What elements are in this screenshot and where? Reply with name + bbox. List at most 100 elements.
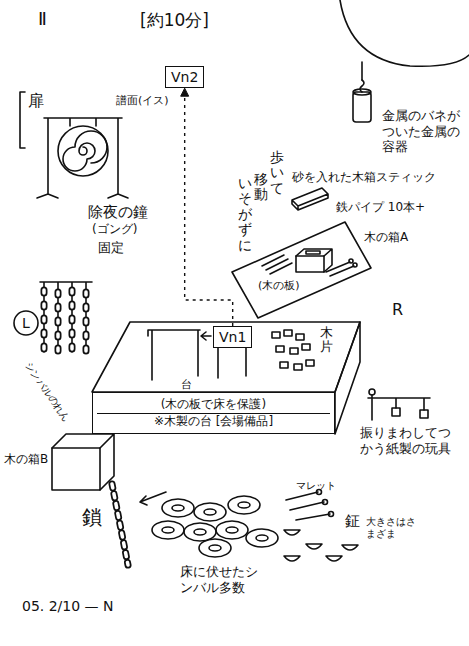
chair xyxy=(148,330,200,380)
player-box: Vn1 xyxy=(213,326,252,348)
platform-front: (木の板で床を保護)※木製の台 [会場備品] xyxy=(92,392,335,434)
stage-label: 振りまわしてつかう紙製の玩具 xyxy=(360,425,460,456)
floor-cymbals xyxy=(152,521,184,539)
floor-cymbals xyxy=(162,499,194,517)
stage-label: 扉 xyxy=(28,92,44,110)
cymbal-beads xyxy=(44,290,86,352)
circle-mark xyxy=(14,311,38,335)
door-bracket xyxy=(20,92,25,148)
platform xyxy=(92,322,360,392)
stage-label: R xyxy=(392,300,403,319)
wooden-box-a xyxy=(306,251,320,254)
wood-pieces xyxy=(276,346,284,352)
stage-label: 05. 2/10 — N xyxy=(22,598,114,615)
mallets xyxy=(286,490,334,521)
paper-toy xyxy=(392,408,400,416)
arrow-head xyxy=(181,88,189,96)
stage-label: L xyxy=(22,316,30,330)
stage-label: 除夜の鐘 xyxy=(88,203,148,221)
floor-cymbals xyxy=(256,535,268,541)
wooden-box-a xyxy=(296,256,324,272)
stage-label: 鉄パイプ 10本+ xyxy=(336,200,425,214)
ceiling-arc xyxy=(340,0,469,66)
music-stand-legs xyxy=(218,348,246,378)
wood-pieces xyxy=(306,360,314,366)
floor-cymbals xyxy=(199,539,231,557)
floor-cymbals xyxy=(226,527,238,533)
floor-cymbals xyxy=(194,529,206,535)
mallets xyxy=(286,492,330,520)
iron-pipes xyxy=(262,255,292,274)
floor-cymbals xyxy=(209,545,221,551)
floor-cymbals xyxy=(204,509,216,515)
dashed-arrow xyxy=(181,88,233,326)
stage-label: シンバルのれん xyxy=(22,360,72,424)
stage-label: 譜面(イス) xyxy=(116,94,169,107)
cymbal-curtain xyxy=(40,282,92,352)
wood-pieces xyxy=(284,330,292,336)
stage-label: 鉦 xyxy=(345,512,360,530)
paper-toy xyxy=(369,389,375,395)
board-mallets xyxy=(349,259,353,263)
wood-pieces xyxy=(290,348,298,354)
paper-toy xyxy=(420,410,428,418)
stage-label: (木の板) xyxy=(258,279,300,292)
iron-pipes xyxy=(262,255,292,274)
mallet-arrow xyxy=(140,492,166,505)
spring-container xyxy=(361,62,363,80)
bells xyxy=(284,530,358,561)
node-text: ※木製の台 [会場備品] xyxy=(97,413,330,430)
stage-label: 台 xyxy=(181,378,192,391)
stage-illustration xyxy=(14,0,469,565)
board-mallets xyxy=(326,262,354,276)
gong-stand xyxy=(37,118,128,198)
stage-label: 金属のバネがついた金属の容器 xyxy=(382,108,464,155)
music-stand-legs xyxy=(201,332,211,340)
gong xyxy=(58,126,108,176)
wood-pieces xyxy=(302,344,310,350)
chain-inner xyxy=(112,484,128,565)
stage-label: 移動 xyxy=(254,172,268,203)
stage-label: 木片 xyxy=(320,326,333,355)
dashed-line xyxy=(185,88,233,326)
floor-cymbals xyxy=(162,527,174,533)
mallets xyxy=(323,500,328,505)
wooden-board xyxy=(232,222,371,318)
circle-mark xyxy=(14,311,38,335)
stage-label: 砂を入れた木箱スティック xyxy=(292,170,436,184)
sand-stick-box xyxy=(292,188,328,210)
chain xyxy=(112,484,128,565)
wood-pieces xyxy=(296,334,304,340)
wood-pieces xyxy=(280,362,288,368)
gong xyxy=(63,131,107,171)
floor-cymbals xyxy=(246,529,278,547)
door-bracket xyxy=(20,92,25,148)
paper-toy xyxy=(368,389,430,420)
wood-pieces xyxy=(272,330,314,370)
wood-pieces xyxy=(294,364,302,370)
wooden-board xyxy=(232,222,371,318)
cymbal-beads xyxy=(44,290,86,352)
stage-label: いそがずに xyxy=(238,176,252,253)
stage-label: 木の箱A xyxy=(364,230,408,244)
floor-cymbals xyxy=(228,496,260,514)
chain xyxy=(112,484,128,565)
ceiling-arc xyxy=(340,0,469,66)
spring-container xyxy=(353,89,371,95)
spring-container xyxy=(353,62,371,122)
wood-pieces xyxy=(272,332,280,338)
stage-label: [約10分] xyxy=(140,10,209,30)
wooden-box-b xyxy=(52,434,114,490)
platform xyxy=(335,322,360,434)
stage-label: 大きさはさまざま xyxy=(366,516,418,540)
player-box: Vn2 xyxy=(165,66,204,88)
gong xyxy=(58,126,108,176)
mallet-arrow xyxy=(140,492,166,505)
board-mallets xyxy=(353,263,357,267)
cymbal-curtain xyxy=(40,282,92,352)
floor-cymbals xyxy=(152,496,278,557)
stage-label: 床に伏せたシンバル多数 xyxy=(180,564,264,595)
wooden-box-b xyxy=(52,448,100,490)
